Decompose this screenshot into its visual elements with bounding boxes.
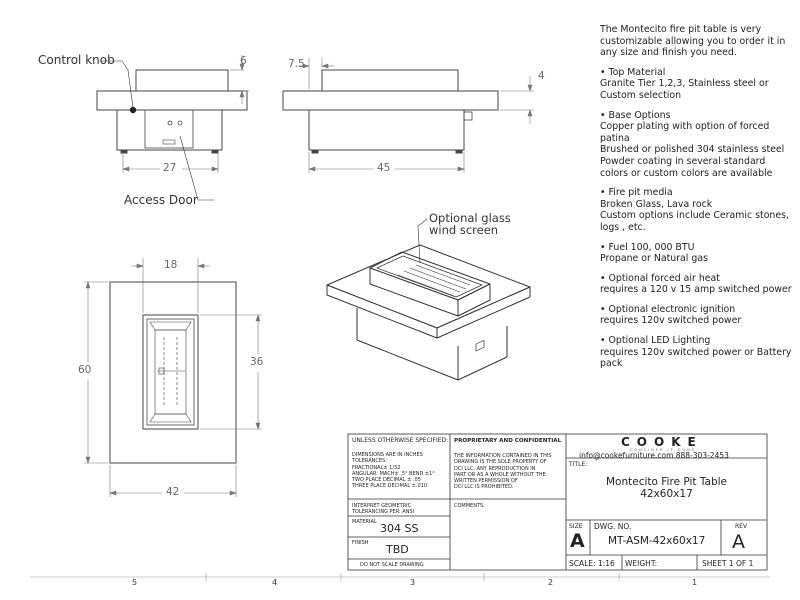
notes-base-options-l1: Copper plating with option of forced pat… — [600, 121, 770, 144]
notes-top-material-title: • Top Material — [600, 66, 666, 78]
tb-company-tagline: CONSIDER IT DONE — [630, 448, 697, 452]
tb-finish-value: TBD — [386, 543, 409, 556]
notes-ignition-title: • Optional electronic ignition — [600, 303, 736, 315]
tb-tolerances: DIMENSIONS ARE IN INCHES TOLERANCES: FRA… — [352, 452, 435, 490]
top-burner-height-dimension: 36 — [250, 356, 264, 368]
zone-2: 2 — [548, 578, 554, 587]
tb-dwg-value: MT-ASM-42x60x17 — [608, 535, 706, 547]
tb-prop-l1: THE INFORMATION CONTAINED IN THIS — [454, 453, 552, 459]
side-view-dimensions — [298, 58, 534, 173]
notes-forced-air-title: • Optional forced air heat — [600, 272, 720, 284]
tb-dims-l5: TWO PLACE DECIMAL ± .05 — [352, 477, 421, 484]
tb-material-value: 304 SS — [380, 522, 419, 535]
glass-screen-label-line2: wind screen — [429, 223, 499, 237]
tb-dwg-label: DWG. NO. — [594, 522, 632, 531]
zone-4: 4 — [272, 578, 278, 587]
tb-interpret-l2: TOLERANCING PER: ANSI — [352, 509, 415, 516]
tb-rev-value: A — [732, 531, 745, 553]
top-view — [109, 281, 237, 464]
notes-base-options-l2: Brushed or polished 304 stainless steel — [600, 144, 785, 156]
top-overall-height-dimension: 60 — [78, 364, 92, 376]
tb-prop-l3: DCI LLC. ANY REPRODUCTION IN — [454, 465, 536, 472]
tb-prop-l6: DCI LLC IS PROHIBITED. — [454, 484, 514, 491]
tb-size-label: SIZE — [569, 523, 583, 530]
notes-media-title: • Fire pit media — [600, 187, 673, 199]
front-height-dimension: 6 — [240, 55, 247, 67]
tb-weight: WEIGHT: — [625, 559, 658, 568]
glass-screen-label: Optional glass wind screen — [429, 212, 511, 236]
tb-material-label: MATERIAL — [352, 519, 377, 525]
top-view-dimensions — [84, 258, 262, 497]
tb-dims-l4: ANGULAR: MACH± .5° BEND ±1° — [352, 470, 435, 477]
glass-leader — [417, 218, 428, 264]
notes-top-material-body: Granite Tier 1,2,3, Stainless steel or C… — [600, 78, 769, 101]
access-door-label: Access Door — [124, 193, 198, 207]
notes-base-options-l3: Powder coating in several standard color… — [600, 155, 773, 179]
top-overall-width-dimension: 42 — [166, 486, 180, 498]
tb-dims-l6: THREE PLACE DECIMAL ±.010 — [352, 483, 428, 490]
notes-led-body: requires 120v switched power or Battery … — [600, 346, 792, 370]
notes-base-options-title: • Base Options — [600, 109, 671, 121]
tb-size-value: A — [570, 530, 585, 552]
notes-ignition-body: requires 120v switched power — [600, 315, 742, 327]
tb-dims-l2: TOLERANCES: — [352, 458, 387, 465]
side-width-dimension: 45 — [377, 162, 391, 174]
tb-scale: SCALE: 1:16 — [569, 559, 615, 568]
tb-interpret: INTERPRET GEOMETRIC TOLERANCING PER: ANS… — [352, 503, 414, 516]
side-view — [282, 69, 499, 154]
tb-unless-specified: UNLESS OTHERWISE SPECIFIED: — [352, 437, 449, 444]
tb-interpret-l1: INTERPRET GEOMETRIC — [352, 503, 412, 509]
zone-5: 5 — [132, 578, 138, 587]
control-knob-label: Control knob — [38, 53, 115, 67]
tb-dims-l3: FRACTIONAL± 1/32 — [352, 464, 401, 471]
notes-fuel-title: • Fuel 100, 000 BTU — [600, 241, 695, 253]
tb-title-l1: Montecito Fire Pit Table — [606, 476, 727, 488]
tb-title-label: TITLE: — [569, 461, 588, 468]
tb-company-logo: COOKE — [621, 435, 703, 449]
tb-proprietary-text: THE INFORMATION CONTAINED IN THIS DRAWIN… — [454, 453, 552, 491]
zone-1: 1 — [692, 578, 698, 587]
tb-rev-label: REV — [735, 523, 748, 530]
title-block-grid — [347, 433, 768, 571]
glass-screen-label-line1: Optional glass — [429, 211, 511, 225]
tb-no-scale: DO NOT SCALE DRAWING — [360, 562, 424, 568]
isometric-view — [326, 244, 531, 381]
notes-forced-air-body: requires a 120 v 15 amp switched power — [600, 284, 792, 296]
notes-media-l2: Custom options include Ceramic stones, l… — [600, 210, 790, 233]
front-width-dimension: 27 — [163, 162, 177, 174]
front-view-dimensions — [100, 55, 249, 201]
tb-comments: COMMENTS: — [454, 503, 485, 509]
notes-media-l1: Broken Glass, Lava rock — [600, 198, 713, 210]
front-view — [96, 69, 248, 154]
zone-3: 3 — [410, 578, 416, 587]
tb-dims-l1: DIMENSIONS ARE IN INCHES — [352, 452, 423, 458]
tb-finish-label: FINISH — [352, 540, 369, 546]
notes-intro: The Montecito fire pit table is very cus… — [600, 24, 786, 59]
side-offset-dimension: 7.5 — [288, 58, 305, 70]
tb-title-l2: 42x60x17 — [640, 488, 693, 500]
control-knob-marker — [129, 106, 137, 114]
tb-prop-l2: DRAWING IS THE SOLE PROPERTY OF — [454, 459, 547, 466]
side-height-dimension: 4 — [538, 70, 545, 82]
tb-sheet: SHEET 1 OF 1 — [702, 559, 754, 568]
tb-prop-l5: WRITTEN PERMISSION OF — [454, 478, 518, 485]
tb-prop-l4: PART OR AS A WHOLE WITHOUT THE — [454, 471, 546, 478]
top-burner-width-dimension: 18 — [164, 259, 178, 271]
tb-drawing-title: Montecito Fire Pit Table 42x60x17 — [566, 476, 767, 500]
tb-proprietary-title: PROPRIETARY AND CONFIDENTIAL — [454, 438, 562, 444]
product-notes: The Montecito fire pit table is very cus… — [600, 24, 796, 378]
tb-contact: info@cookefurniture.com 888-303-2453 — [579, 451, 729, 460]
notes-led-title: • Optional LED Lighting — [600, 335, 711, 347]
notes-fuel-body: Propane or Natural gas — [600, 253, 708, 265]
